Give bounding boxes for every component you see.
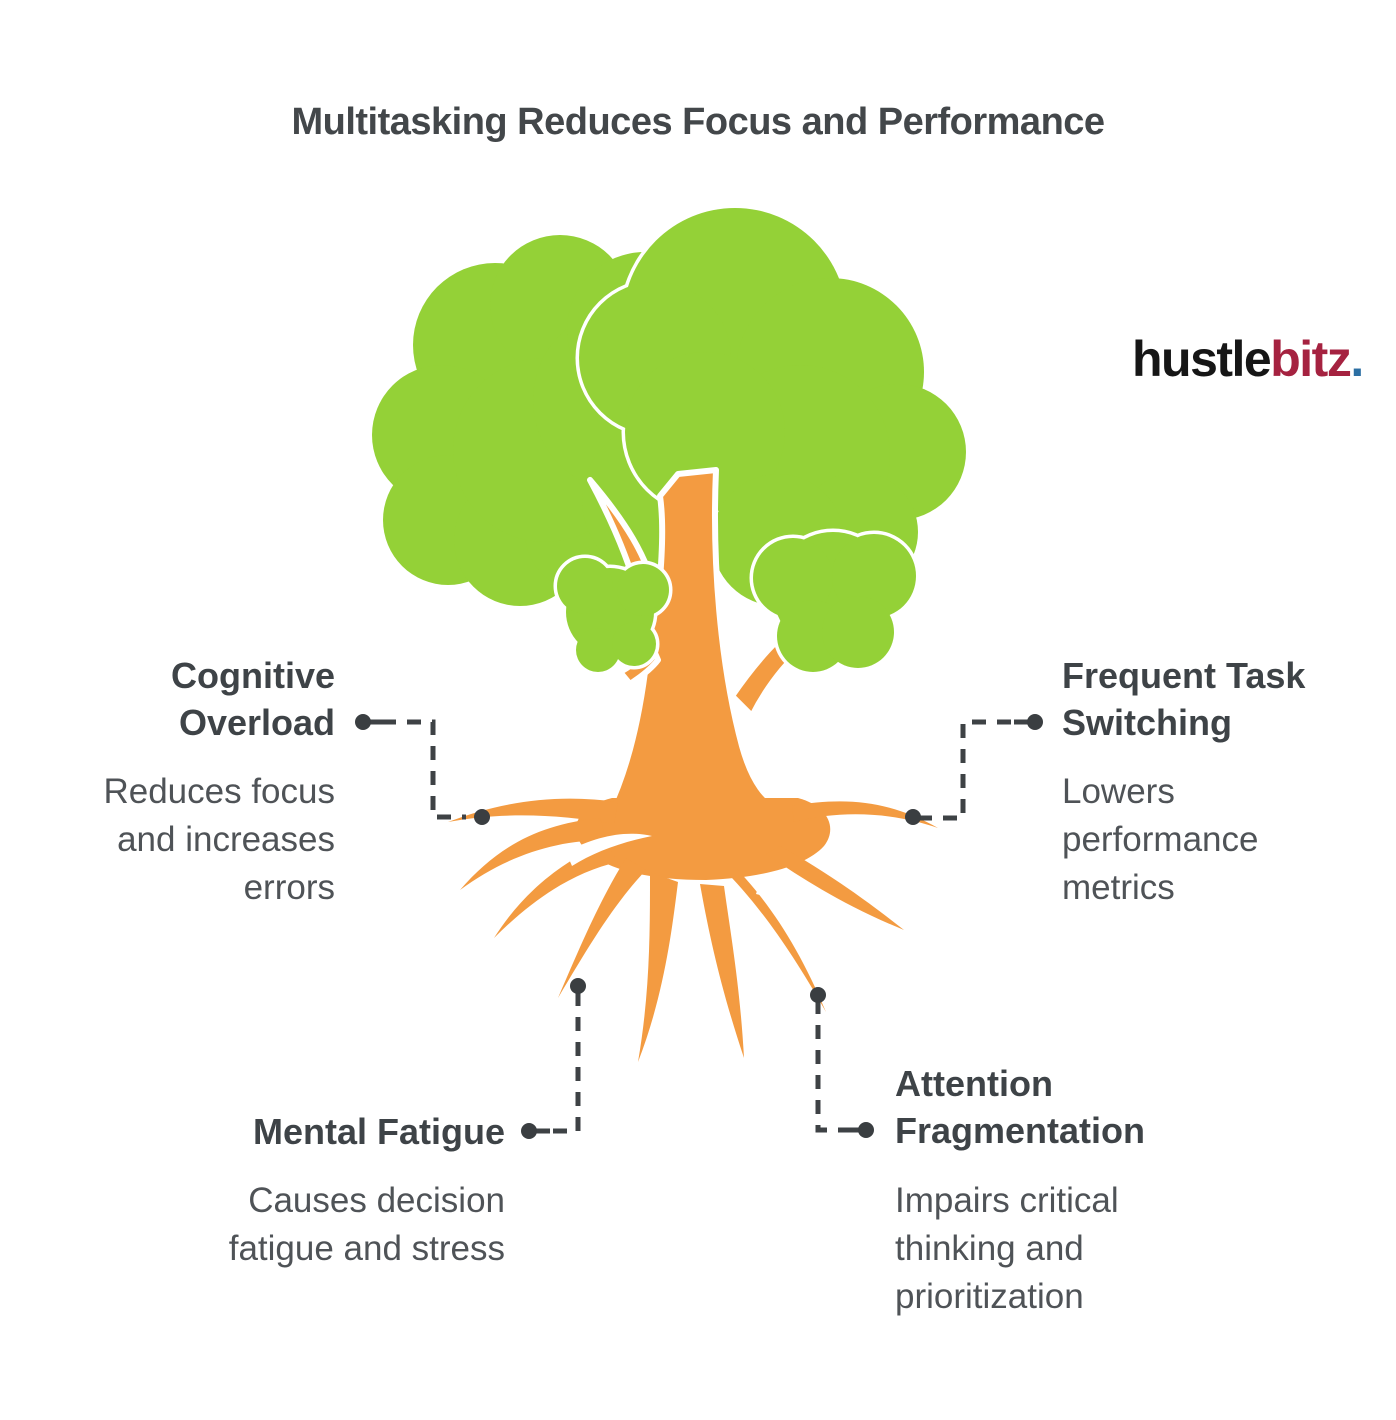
tree-roots <box>448 798 938 1062</box>
page-title: Multitasking Reduces Focus and Performan… <box>291 101 1105 143</box>
callout-desc-attention-fragmentation: Impairs critical thinking and prioritiza… <box>895 1181 1119 1316</box>
callout-title-attention-fragmentation: Attention Fragmentation <box>895 1063 1146 1151</box>
logo-text-hustle: hustle <box>1132 331 1272 387</box>
arrow-dot <box>355 714 371 730</box>
root-anchor-dot <box>570 978 586 994</box>
arrow-dot <box>858 1122 874 1138</box>
logo-dot: . <box>1350 331 1364 387</box>
callout-desc-frequent-task-switching: Lowers performance metrics <box>1062 772 1259 907</box>
arrow-dot <box>1027 714 1043 730</box>
arrow-dot <box>521 1123 537 1139</box>
connector-attention-fragmentation <box>810 987 874 1138</box>
callout-desc-mental-fatigue: Causes decision fatigue and stress <box>228 1181 505 1268</box>
callout-title-cognitive-overload: Cognitive Overload <box>170 655 335 743</box>
logo-text-bitz: bitz <box>1270 331 1352 387</box>
root-anchor-dot <box>810 987 826 1003</box>
root-anchor-dot <box>474 809 490 825</box>
connector-frequent-task-switching <box>905 714 1043 825</box>
callout-title-frequent-task-switching: Frequent Task Switching <box>1062 655 1306 743</box>
root-anchor-dot <box>905 809 921 825</box>
callout-title-mental-fatigue: Mental Fatigue <box>252 1111 505 1152</box>
connector-cognitive-overload <box>355 714 490 825</box>
brand-logo: hustlebitz. <box>1132 330 1364 388</box>
callout-desc-cognitive-overload: Reduces focus and increases errors <box>103 772 335 907</box>
connector-mental-fatigue <box>521 978 586 1139</box>
